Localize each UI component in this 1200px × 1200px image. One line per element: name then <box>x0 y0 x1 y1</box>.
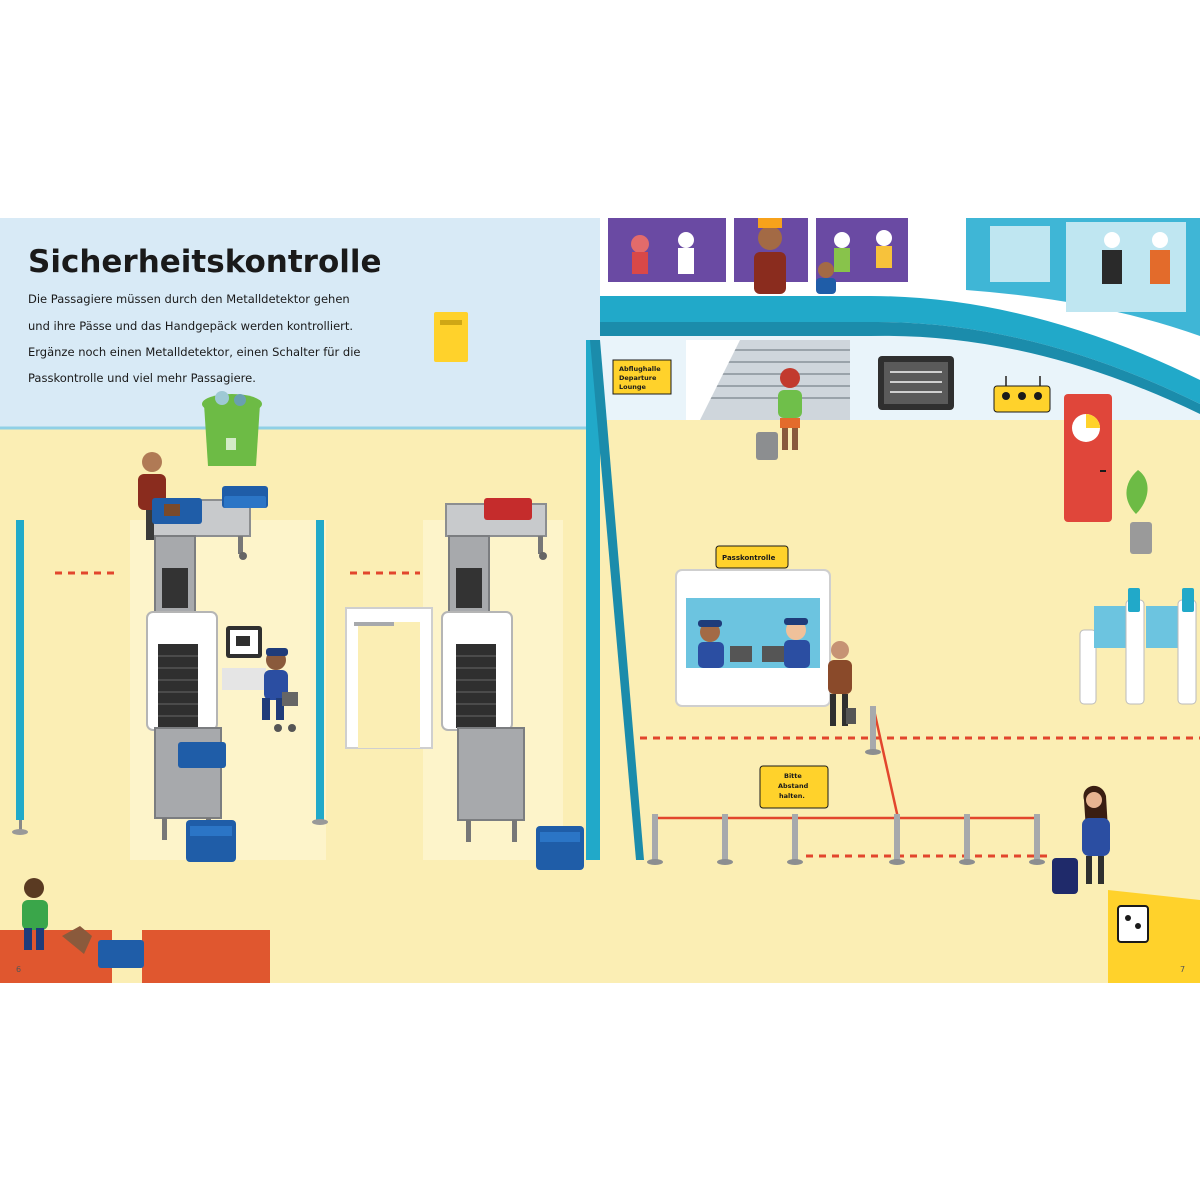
keep-distance-line-1: Bitte <box>784 772 802 780</box>
left-page: Sicherheitskontrolle Die Passagiere müss… <box>0 218 600 983</box>
passenger-at-counter <box>828 641 856 726</box>
departures-board <box>878 356 954 410</box>
passenger-walking-woman <box>756 368 802 460</box>
intro-line-2: und ihre Pässe und das Handgepäck werden… <box>28 319 353 333</box>
tray-blue[interactable] <box>178 742 226 768</box>
passenger-family-balcony <box>754 218 836 294</box>
lane-divider-left <box>12 520 28 835</box>
keep-distance-sign: Bitte Abstand halten. <box>759 765 829 809</box>
x-ray-scanner-1 <box>146 535 222 840</box>
passenger-elderly <box>138 452 202 540</box>
e-gates <box>1079 588 1197 705</box>
x-ray-scanner-2 <box>441 535 525 842</box>
departure-lounge-sign: Abflughalle Departure Lounge <box>612 359 672 395</box>
passenger-woman-suitcase <box>1052 785 1110 894</box>
keep-distance-line-2: Abstand <box>778 782 809 790</box>
red-door <box>1064 394 1112 522</box>
tray-bench-2 <box>445 498 547 560</box>
tray-red[interactable] <box>484 498 532 520</box>
page-title: Sicherheitskontrolle <box>28 244 382 280</box>
queue-barrier <box>647 706 1045 865</box>
corner-sign <box>1108 890 1200 983</box>
right-page: Abflughalle Departure Lounge <box>586 218 1200 983</box>
departure-sign-line-1: Abflughalle <box>619 365 661 373</box>
keep-distance-line-3: halten. <box>779 792 805 800</box>
recycling-bin-icon <box>202 391 262 466</box>
restroom-sign <box>993 376 1051 413</box>
page-number-right: 7 <box>1180 965 1185 974</box>
passport-control-booth: Passkontrolle <box>675 545 831 707</box>
security-officer <box>222 626 298 732</box>
departure-sign-line-2: Departure <box>619 374 657 382</box>
page-number-left: 6 <box>16 965 21 974</box>
lane-divider-middle <box>312 520 328 825</box>
intro-line-4: Passkontrolle und viel mehr Passagiere. <box>28 371 256 385</box>
wall-notice <box>434 312 468 362</box>
metal-detector <box>345 607 433 749</box>
intro-line-1: Die Passagiere müssen durch den Metallde… <box>28 292 350 306</box>
passenger-child <box>22 878 144 968</box>
potted-plant <box>1126 470 1152 554</box>
intro-line-3: Ergänze noch einen Metalldetektor, einen… <box>28 345 361 359</box>
passport-control-sign: Passkontrolle <box>722 554 776 562</box>
departure-sign-line-3: Lounge <box>619 383 647 391</box>
